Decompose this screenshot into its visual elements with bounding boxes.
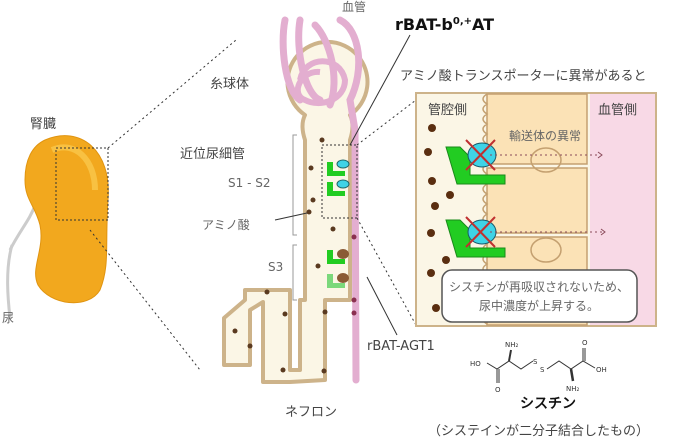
atom-nh2-bottom: NH₂ (566, 385, 580, 393)
nephron-label: ネフロン (285, 405, 337, 420)
blood-side-label: 血管側 (598, 103, 637, 118)
kidney-label: 腎臓 (30, 117, 56, 132)
blood-vessel-label: 血管 (342, 0, 366, 14)
proximal-tubule-label: 近位尿細管 (180, 147, 245, 162)
cystine-structure (486, 348, 596, 383)
transporter-agt1-small (327, 249, 349, 288)
defective-transporter (445, 139, 603, 185)
atom-s2: S (540, 366, 545, 374)
zoom-line (356, 99, 417, 146)
transporter-agt1-label: rBAT-AGT1 (367, 339, 435, 354)
segment-s1-s2-label: S1 - S2 (228, 176, 270, 190)
atom-s1: S (533, 358, 538, 366)
transporter-b0at-pointer (349, 34, 411, 146)
note-line-1: シスチンが再吸収されないため、 (449, 279, 629, 294)
zoom-line (89, 229, 201, 371)
zoom-line (356, 217, 417, 326)
atom-o-right: O (582, 339, 588, 347)
amino-acid-pointer (274, 212, 308, 221)
atom-oh: OH (596, 366, 607, 374)
transporter-agt1-pointer (366, 276, 398, 336)
transporter-defect-label: 輸送体の異常 (509, 128, 581, 143)
note-line-2: 尿中濃度が上昇する。 (479, 298, 599, 313)
nephron-illustration (222, 16, 370, 384)
amino-acid-label: アミノ酸 (202, 217, 250, 232)
transporter-b0at-small (327, 159, 350, 196)
cystine-caption: （システインが二分子結合したもの） (428, 424, 649, 439)
lumen-side-label: 管腔側 (428, 103, 467, 118)
detail-title: アミノ酸トランスポーターに異常があると (400, 69, 646, 84)
atom-nh2-top: NH₂ (505, 341, 519, 349)
cystine-name: シスチン (520, 396, 576, 412)
segment-s3-label: S3 (268, 260, 283, 274)
transporter-b0at-label: rBAT-b0,+AT (395, 15, 494, 34)
glomerulus-label: 糸球体 (210, 77, 249, 92)
defective-transporter (445, 216, 606, 258)
atom-ho: HO (470, 360, 481, 368)
urine-label: 尿 (2, 311, 14, 325)
atom-o-left: O (495, 386, 501, 394)
detail-panel (415, 92, 657, 327)
kidney-illustration (6, 135, 109, 319)
zoom-line (107, 39, 237, 149)
